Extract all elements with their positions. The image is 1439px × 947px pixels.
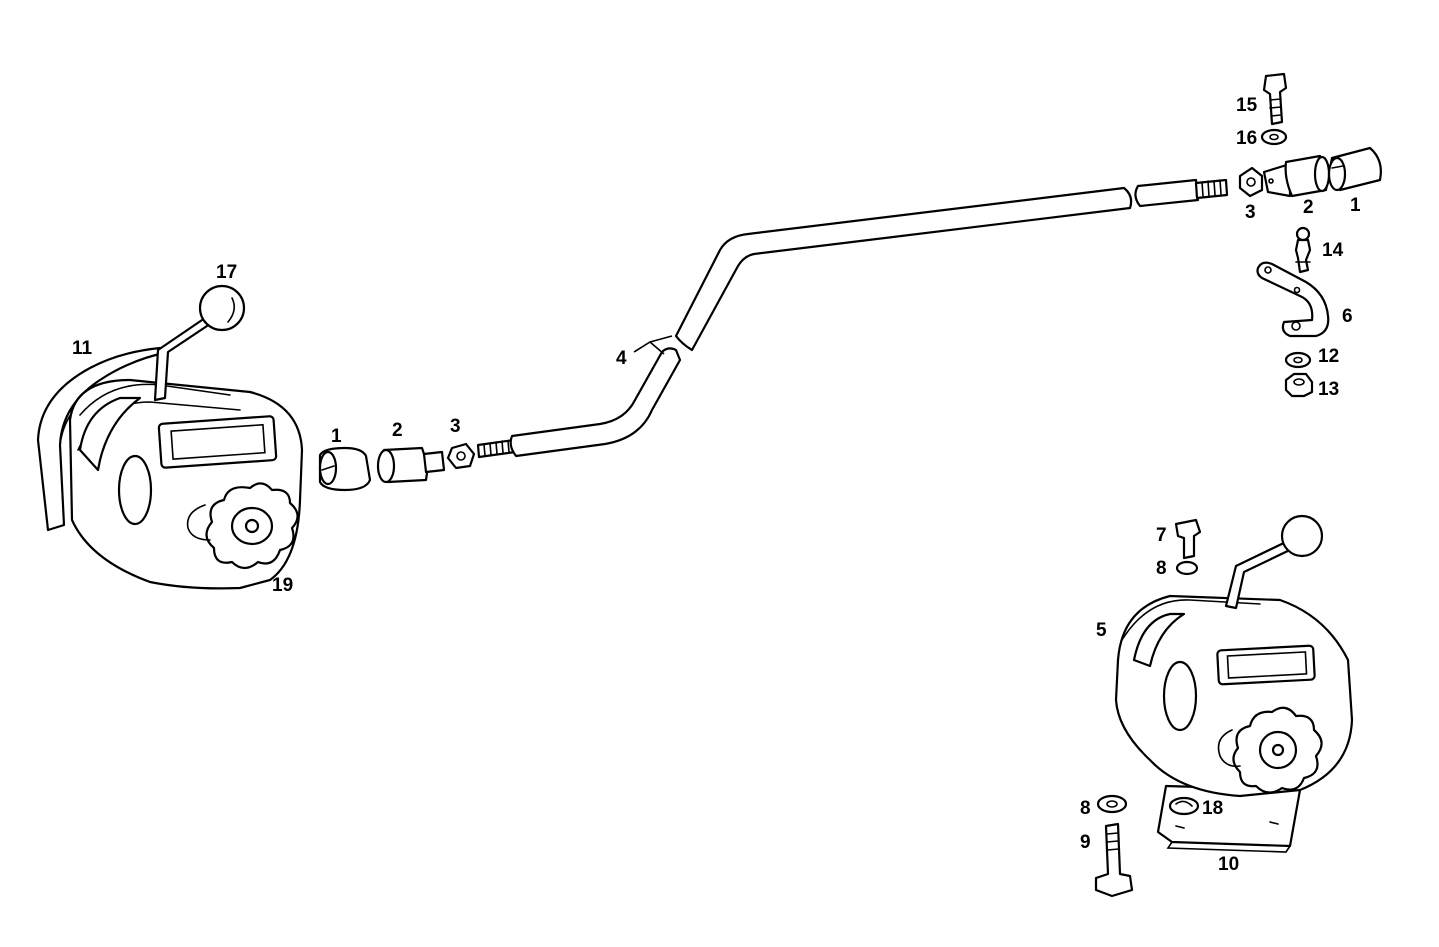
label-17: 17	[216, 262, 237, 283]
label-plate	[157, 415, 278, 469]
nut-left	[446, 442, 476, 470]
left-control-unit	[36, 284, 304, 590]
bolt-7	[1174, 518, 1202, 560]
label-12: 12	[1318, 346, 1339, 367]
label-2-right: 2	[1303, 197, 1314, 218]
bush-right	[1262, 162, 1292, 198]
lever-arm-6	[1256, 261, 1330, 338]
control-rod	[476, 178, 1229, 459]
rod-lower-segment	[509, 347, 682, 458]
label-4: 4	[616, 348, 627, 369]
label-18: 18	[1202, 798, 1223, 819]
washer-12	[1284, 351, 1312, 369]
label-6: 6	[1342, 306, 1353, 327]
label-8-top: 8	[1156, 558, 1167, 579]
label-8-bottom: 8	[1080, 798, 1091, 819]
lever-knob-right	[1280, 514, 1324, 558]
right-fittings	[1238, 72, 1382, 398]
washer-18	[1168, 796, 1200, 816]
rod-upper-segment	[674, 186, 1133, 352]
label-1-right: 1	[1350, 195, 1361, 216]
label-19: 19	[272, 575, 293, 596]
label-14: 14	[1322, 240, 1344, 261]
label-15: 15	[1236, 95, 1258, 116]
nut-right	[1238, 166, 1264, 198]
label-2-left: 2	[392, 420, 403, 441]
control-lever-right	[1224, 538, 1296, 610]
label-10: 10	[1218, 854, 1239, 875]
right-control-unit	[1094, 514, 1354, 898]
lever-knob	[198, 284, 246, 332]
label-7: 7	[1156, 525, 1167, 546]
label-5: 5	[1096, 620, 1107, 641]
washer-8-bottom	[1096, 794, 1128, 814]
label-13: 13	[1318, 379, 1339, 400]
label-plate-right	[1216, 644, 1316, 686]
left-fittings	[318, 442, 476, 492]
part-labels: 1 2 3 4 11 17 19 15 16 3 2 1 14 6 12 13 …	[72, 95, 1361, 875]
rod-end-right	[1134, 178, 1200, 208]
label-1-left: 1	[331, 426, 342, 447]
label-3-right: 3	[1245, 202, 1256, 223]
bolt-9	[1094, 822, 1134, 898]
side-window	[117, 454, 153, 526]
label-9: 9	[1080, 832, 1091, 853]
side-window-right	[1162, 660, 1198, 732]
label-11: 11	[72, 338, 93, 359]
washer-16	[1260, 128, 1288, 146]
washer-8-top	[1175, 560, 1199, 576]
ball-stud-14	[1294, 238, 1312, 274]
label-16: 16	[1236, 128, 1257, 149]
label-3-left: 3	[450, 416, 461, 437]
